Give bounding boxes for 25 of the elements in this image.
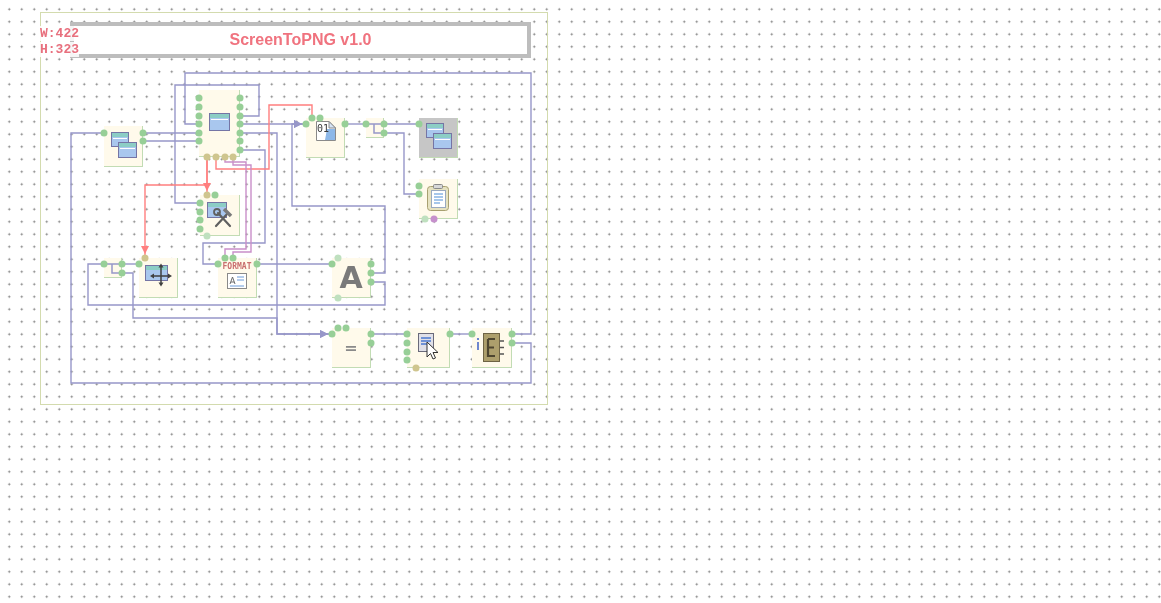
component-block [419, 179, 458, 219]
wire [70, 132, 532, 384]
component-block [332, 258, 371, 298]
component-block [200, 195, 240, 236]
component-block [419, 118, 458, 158]
component-block [332, 328, 371, 368]
wire [184, 72, 532, 335]
component-block [306, 118, 345, 158]
component-label: FORMAT [222, 262, 252, 271]
size-label: W:422 [40, 26, 79, 41]
component-label: 01 [317, 123, 330, 134]
wire [87, 263, 386, 306]
caption-text: ScreenToPNG v1.0 [229, 31, 372, 49]
wire [291, 120, 386, 274]
component-label: = [344, 338, 358, 357]
component-block [407, 328, 450, 368]
component-block [104, 126, 143, 167]
size-label: H:323 [40, 42, 79, 57]
component-label: A [339, 260, 363, 295]
component-block [472, 328, 512, 368]
wire [174, 84, 260, 204]
wire [215, 104, 313, 170]
wire [202, 149, 266, 265]
component-block [139, 258, 178, 298]
component-block [218, 258, 257, 298]
